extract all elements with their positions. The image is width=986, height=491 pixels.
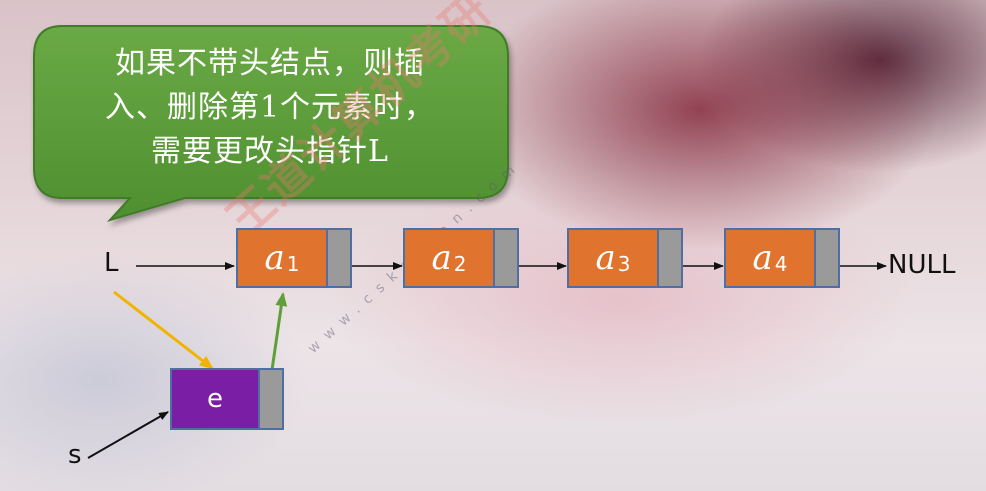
label-s: s: [68, 440, 82, 470]
arrow-e-next-to-a1: [270, 292, 288, 371]
callout-line-1: 如果不带头结点，则插: [115, 46, 425, 81]
label-L: L: [104, 248, 119, 278]
node-e-next-field: [260, 370, 282, 428]
arrow-L-to-e: [113, 290, 214, 370]
node-a2-next-field: [495, 230, 517, 286]
node-a3-next-field: [659, 230, 681, 286]
callout-text: 如果不带头结点，则插 入、删除第1个元素时， 需要更改头指针L: [52, 42, 488, 174]
arrow-s-to-e: [87, 411, 169, 459]
node-e: e: [170, 368, 284, 430]
label-null: NULL: [888, 250, 956, 280]
node-e-data: e: [172, 370, 260, 428]
node-a4-next-field: [816, 230, 838, 286]
callout-line-3: 需要更改头指针L: [151, 134, 389, 169]
callout-line-2: 入、删除第1个元素时，: [104, 90, 436, 125]
node-a1-next-field: [328, 230, 350, 286]
